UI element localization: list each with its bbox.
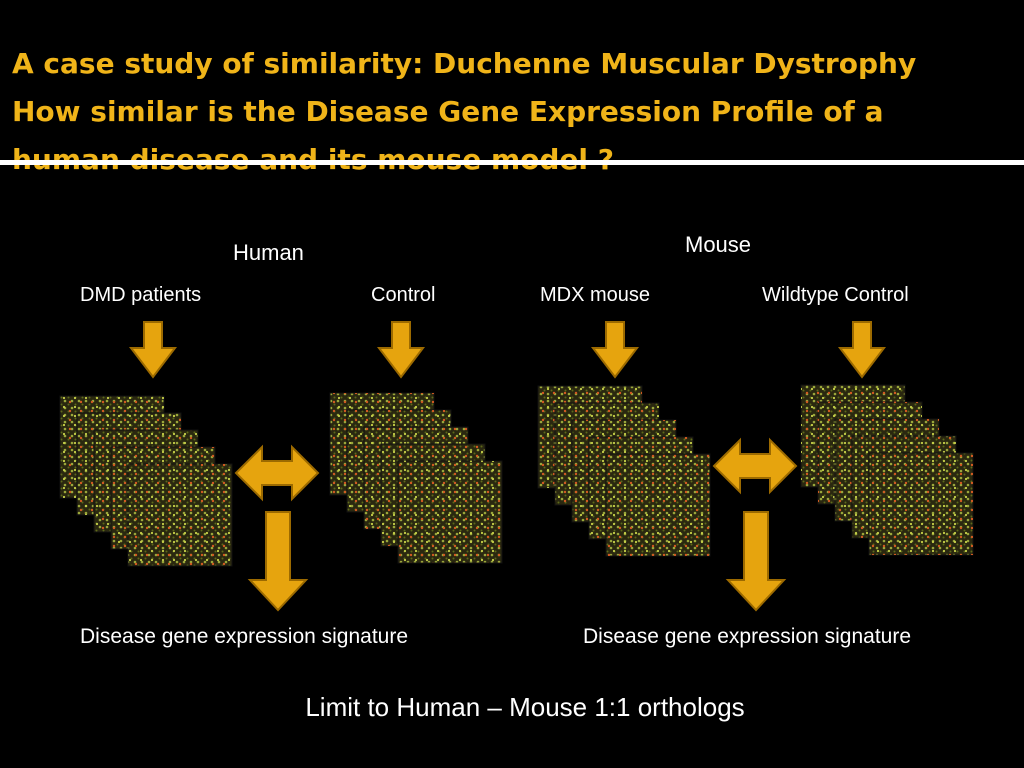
group-label-human: Human xyxy=(233,240,304,265)
sample-label-control: Control xyxy=(371,284,436,306)
group-label-mouse: Mouse xyxy=(685,232,752,257)
sample-label-dmd-patients: DMD patients xyxy=(80,284,202,306)
microarray-stack-control xyxy=(329,392,503,564)
sample-label-wildtype-control: Wildtype Control xyxy=(762,284,909,306)
double-arrow-icon xyxy=(713,439,797,493)
arrow-down-icon xyxy=(839,321,885,378)
signature-label-mouse: Disease gene expression signature xyxy=(583,625,912,648)
title-divider xyxy=(0,160,1024,165)
slide-title: A case study of similarity: Duchenne Mus… xyxy=(12,40,1012,184)
arrow-down-icon xyxy=(378,321,424,378)
arrow-down-icon xyxy=(727,511,785,611)
arrow-down-icon xyxy=(249,511,307,611)
microarray-stack-mdx xyxy=(537,385,711,557)
footer-note: Limit to Human – Mouse 1:1 orthologs xyxy=(305,692,745,722)
sample-label-mdx-mouse: MDX mouse xyxy=(540,284,651,306)
double-arrow-icon xyxy=(235,446,319,500)
microarray-stack-wildtype xyxy=(800,384,974,556)
title-line-1: A case study of similarity: Duchenne Mus… xyxy=(12,47,917,80)
title-line-3: human disease and its mouse model ? xyxy=(12,136,1012,184)
arrow-down-icon xyxy=(130,321,176,378)
title-line-2: How similar is the Disease Gene Expressi… xyxy=(12,95,884,128)
arrow-down-icon xyxy=(592,321,638,378)
signature-label-human: Disease gene expression signature xyxy=(80,625,409,648)
microarray-stack-dmd xyxy=(59,395,233,567)
